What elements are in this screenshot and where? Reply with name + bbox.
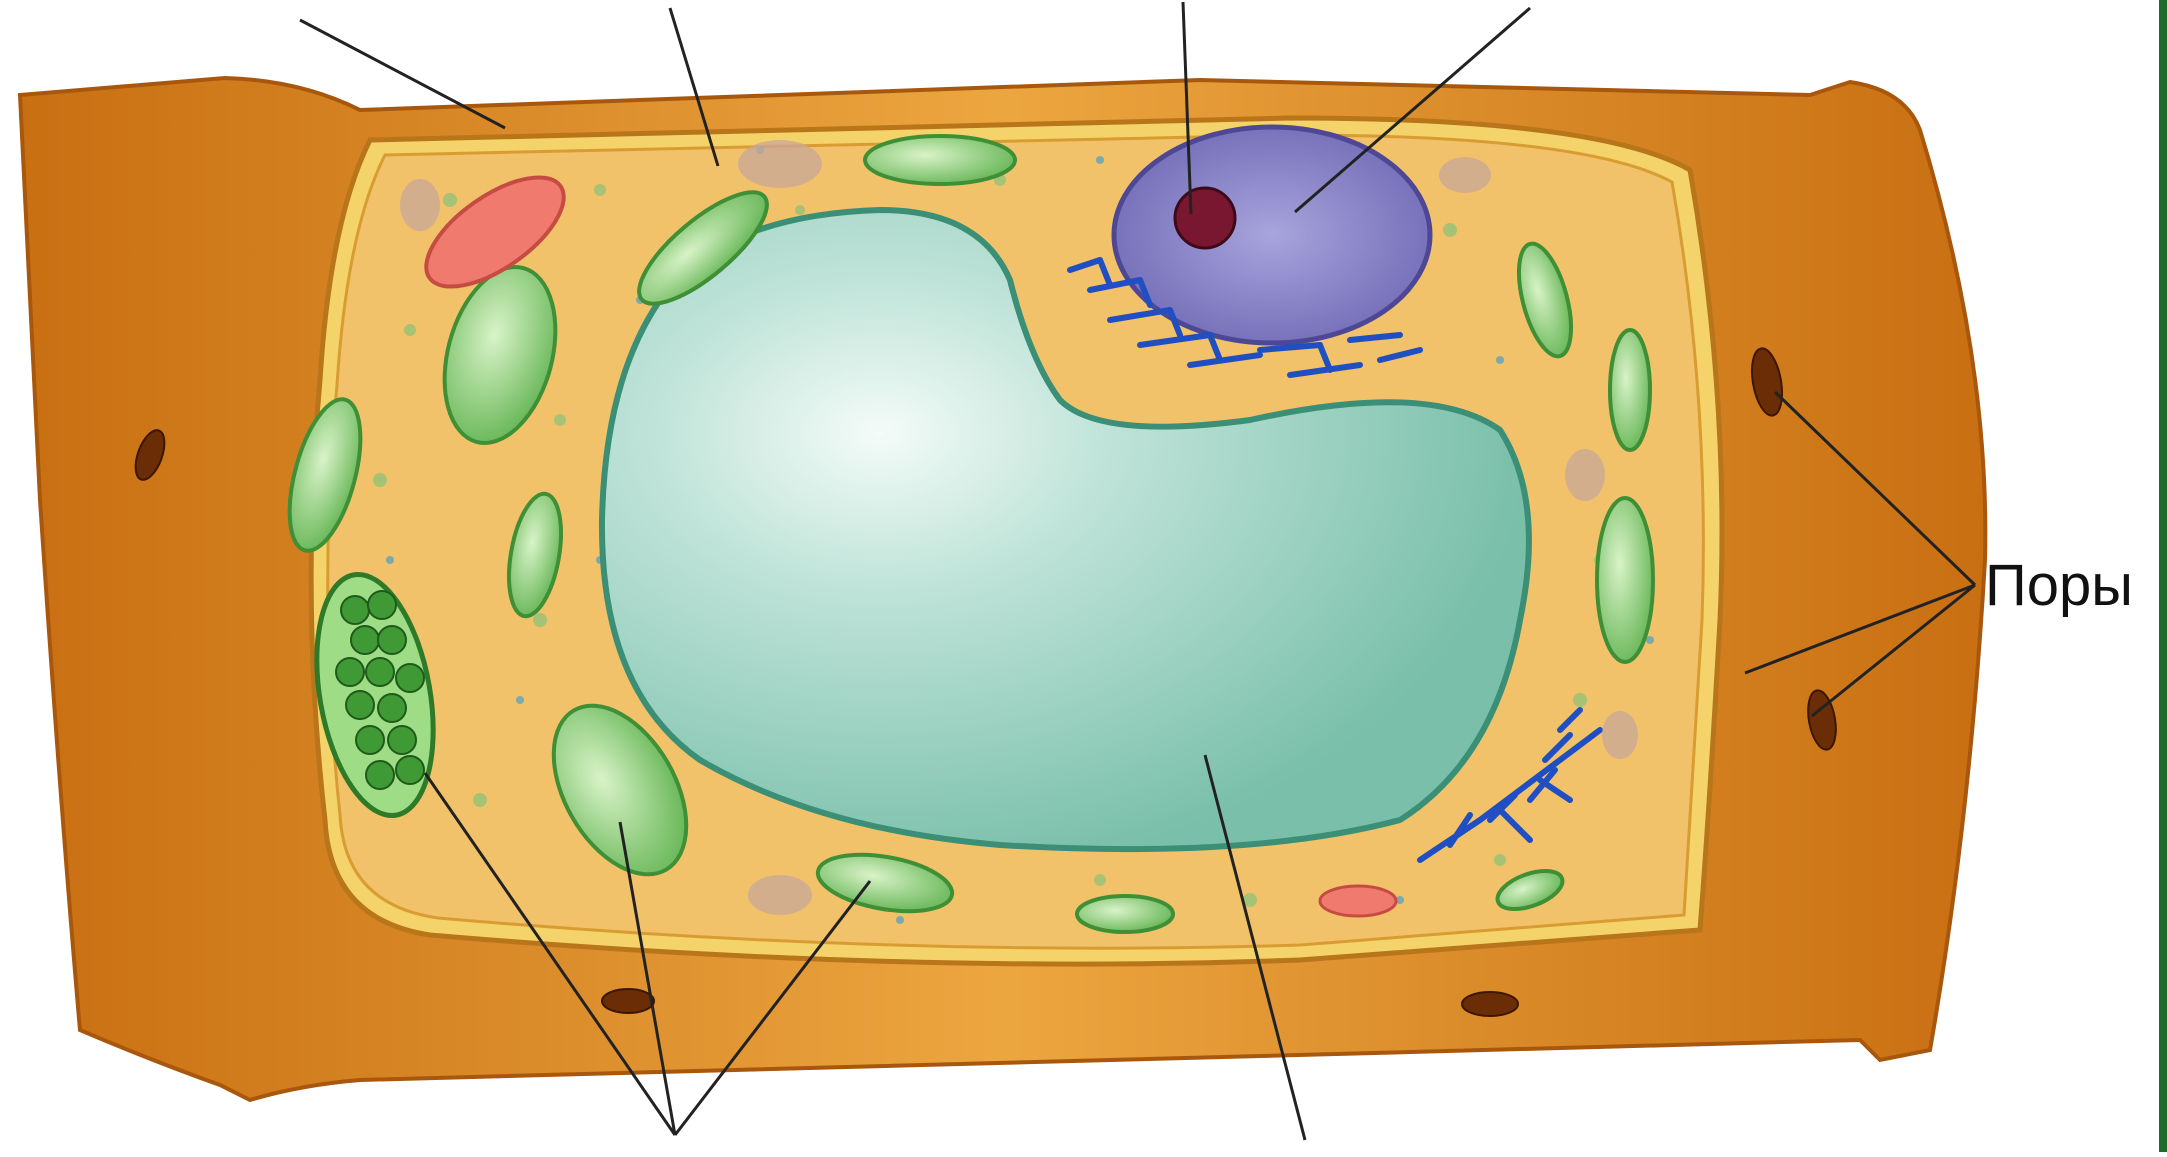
chloroplast: [1077, 896, 1173, 932]
chloroplast: [1610, 330, 1650, 450]
right-edge-strip: [2159, 0, 2167, 1152]
pores-label: Поры: [1985, 552, 2133, 619]
mitochondrion: [1320, 886, 1396, 916]
nucleolus: [1175, 188, 1235, 248]
chloroplast: [1597, 498, 1653, 662]
chloroplast: [865, 136, 1015, 184]
